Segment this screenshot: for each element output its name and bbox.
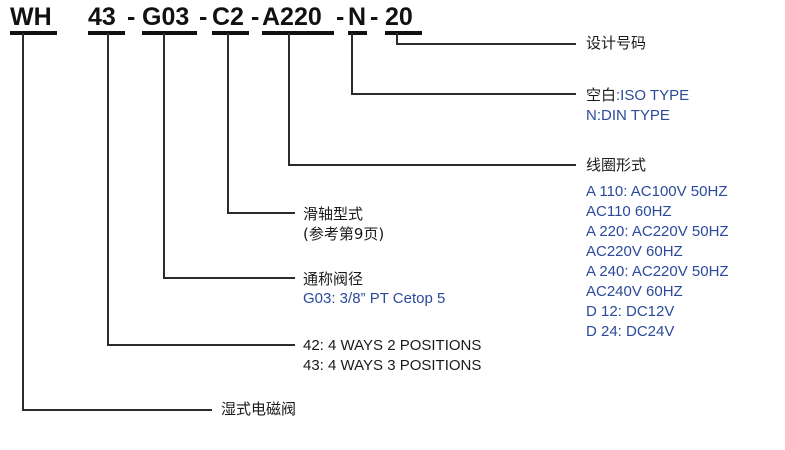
spool-type-note: (参考第9页) [303,225,385,243]
leader-vline-nominal-size [163,33,165,279]
code-separator-3: - [251,3,260,31]
code-token-20: 20 [385,5,422,35]
connection-type-blank-key: 空白 [586,86,617,104]
annotation-design-number: 设计号码 [586,34,647,52]
leader-vline-coil-type [288,33,290,166]
leader-hline-ways-positions [107,344,295,346]
code-token-wh: WH [10,5,57,35]
leader-vline-spool-type [227,33,229,214]
code-token-43: 43 [88,5,125,35]
code-token-n: N [348,5,367,35]
nominal-size-label: 通称阀径 [303,270,364,288]
ways-positions-line-43: 43: 4 WAYS 3 POSITIONS [303,357,482,374]
leader-hline-coil-type [288,164,576,166]
leader-vline-valve-family [22,33,24,411]
code-separator-2: - [199,3,208,31]
annotation-spool-type: 滑轴型式 (参考第9页) [303,204,384,244]
code-separator-4: - [336,3,345,31]
code-token-c2: C2 [212,5,249,35]
leader-vline-connection-type [351,33,353,95]
nominal-size-value: G03: 3/8” PT Cetop 5 [303,290,446,307]
leader-hline-nominal-size [163,277,295,279]
coil-type-row: AC110 60HZ [586,203,672,220]
code-token-g03: G03 [142,5,197,35]
leader-hline-connection-type [351,93,576,95]
coil-type-row: A 240: AC220V 50HZ [586,263,729,280]
leader-vline-design-number [396,33,398,45]
leader-hline-spool-type [227,212,295,214]
annotation-ways-positions: 42: 4 WAYS 2 POSITIONS 43: 4 WAYS 3 POSI… [303,336,481,376]
coil-type-row: D 24: DC24V [586,323,675,340]
leader-hline-design-number [396,43,576,45]
coil-type-row: D 12: DC12V [586,303,675,320]
annotation-connection-type: 空白:ISO TYPE N:DIN TYPE [586,85,689,126]
coil-type-row: A 220: AC220V 50HZ [586,223,729,240]
coil-type-row: AC240V 60HZ [586,283,683,300]
coil-type-row: A 110: AC100V 50HZ [586,183,728,200]
code-token-a220: A220 [262,5,334,35]
connection-type-din-line: N:DIN TYPE [586,107,670,124]
code-separator-1: - [127,3,136,31]
annotation-coil-type-list: A 110: AC100V 50HZ AC110 60HZ A 220: AC2… [586,182,729,342]
spool-type-label: 滑轴型式 [303,205,364,223]
leader-hline-valve-family [22,409,212,411]
annotation-nominal-size: 通称阀径 G03: 3/8” PT Cetop 5 [303,269,445,309]
ways-positions-line-42: 42: 4 WAYS 2 POSITIONS [303,337,482,354]
annotation-valve-family: 湿式电磁阀 [221,400,297,418]
leader-vline-ways-positions [107,33,109,346]
code-separator-5: - [370,3,379,31]
connection-type-iso-value: :ISO TYPE [616,87,690,104]
annotation-coil-type-label: 线圈形式 [586,156,647,174]
coil-type-row: AC220V 60HZ [586,243,683,260]
